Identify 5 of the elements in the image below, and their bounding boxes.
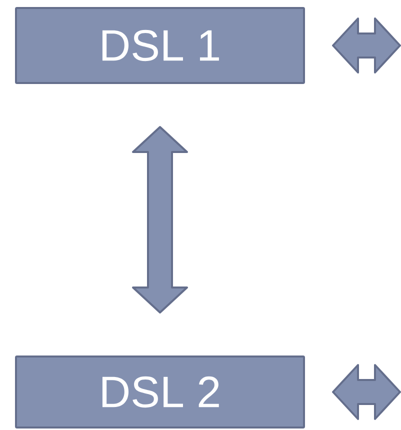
double-arrow xyxy=(332,364,401,420)
text-box: DSL 1 xyxy=(15,7,305,84)
text-box: DSL 2 xyxy=(15,356,305,428)
double-arrow xyxy=(332,18,401,74)
double-arrow xyxy=(132,126,188,314)
